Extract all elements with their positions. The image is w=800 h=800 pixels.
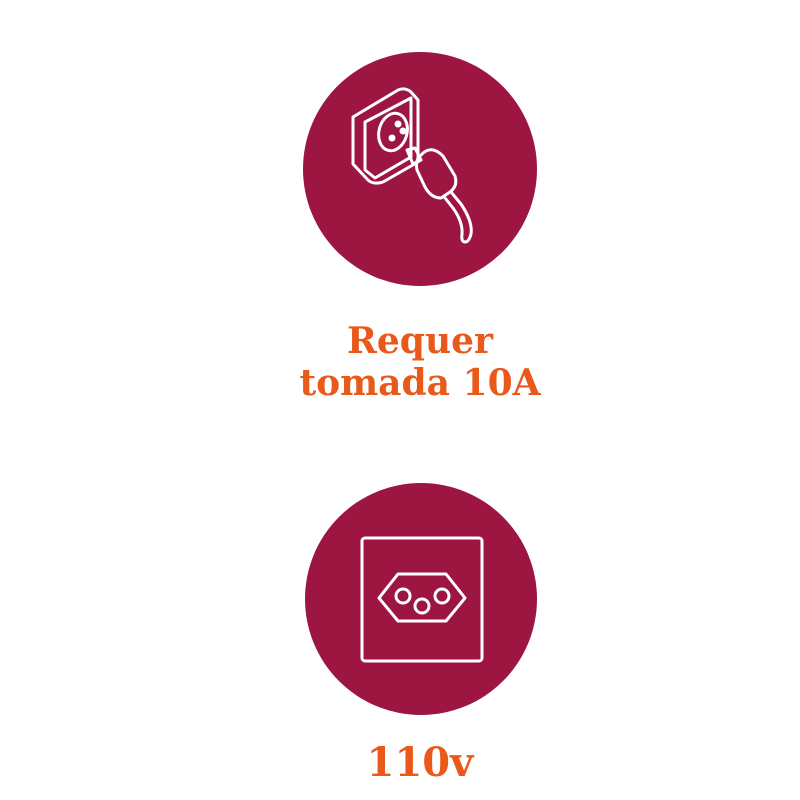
socket-icon-badge bbox=[305, 483, 537, 715]
voltage-label: 110v bbox=[366, 739, 474, 786]
label-line-1: Requer bbox=[346, 320, 494, 362]
plug-icon-badge bbox=[303, 52, 537, 286]
label-line-2: tomada 10A bbox=[299, 362, 541, 404]
socket-outlet-icon bbox=[360, 536, 484, 663]
plug-in-socket-icon bbox=[351, 87, 473, 244]
requer-tomada-label: Requer tomada 10A bbox=[220, 320, 620, 404]
